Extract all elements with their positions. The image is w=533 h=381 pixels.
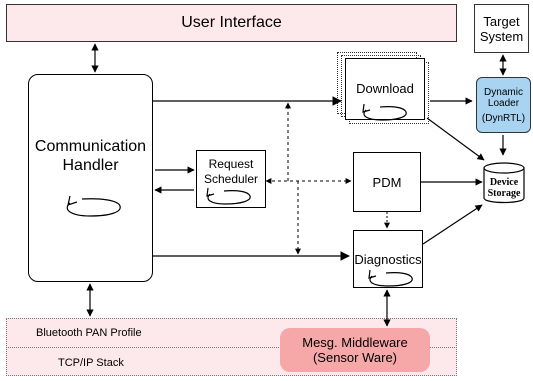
message-middleware-block: Mesg. Middleware (Sensor Ware) bbox=[280, 328, 430, 372]
pdm-block: PDM bbox=[353, 152, 421, 212]
diagnostics-storage-arrow bbox=[422, 204, 483, 245]
user-interface-block: User Interface bbox=[6, 4, 457, 42]
dynamic-loader-block: Dynamic Loader (DynRTL) bbox=[476, 77, 531, 133]
target-system-label-2: System bbox=[479, 28, 524, 44]
diagnostics-label: Diagnostics bbox=[354, 251, 422, 267]
user-interface-label: User Interface bbox=[181, 14, 282, 31]
middleware-label-2: (Sensor Ware) bbox=[312, 350, 398, 365]
cycle-arrow-icon bbox=[66, 195, 121, 217]
request-scheduler-label-2: Scheduler bbox=[203, 172, 259, 186]
cycle-arrow-icon bbox=[206, 187, 251, 205]
dynamic-loader-label-3: (DynRTL) bbox=[481, 112, 526, 124]
dynamic-loader-label-2: Loader bbox=[487, 97, 520, 109]
cycle-arrow-icon bbox=[362, 103, 407, 121]
diagnostics-block: Diagnostics bbox=[353, 230, 423, 288]
cycle-arrow-icon bbox=[368, 269, 413, 287]
communication-handler-label-2: Handler bbox=[62, 157, 119, 174]
target-system-block: Target System bbox=[474, 4, 529, 53]
tcpip-stack-label: TCP/IP Stack bbox=[58, 357, 124, 369]
device-storage-label-2: Storage bbox=[488, 188, 521, 199]
download-storage-arrow bbox=[426, 117, 485, 161]
dynamic-loader-label-1: Dynamic bbox=[484, 86, 523, 98]
pdm-label: PDM bbox=[372, 174, 402, 190]
communication-handler-label-1: Communication bbox=[34, 138, 147, 155]
bluetooth-pan-label: Bluetooth PAN Profile bbox=[36, 327, 142, 339]
target-system-label-1: Target bbox=[483, 13, 520, 29]
device-storage-label-1: Device bbox=[490, 177, 519, 188]
download-label: Download bbox=[356, 81, 414, 96]
download-block: Download bbox=[345, 58, 425, 120]
database-cylinder-icon bbox=[483, 162, 525, 204]
protocol-band-divider bbox=[6, 347, 457, 348]
communication-handler-block: Communication Handler bbox=[28, 74, 153, 282]
request-scheduler-label-1: Request bbox=[208, 157, 254, 171]
middleware-label-1: Mesg. Middleware bbox=[302, 335, 408, 350]
